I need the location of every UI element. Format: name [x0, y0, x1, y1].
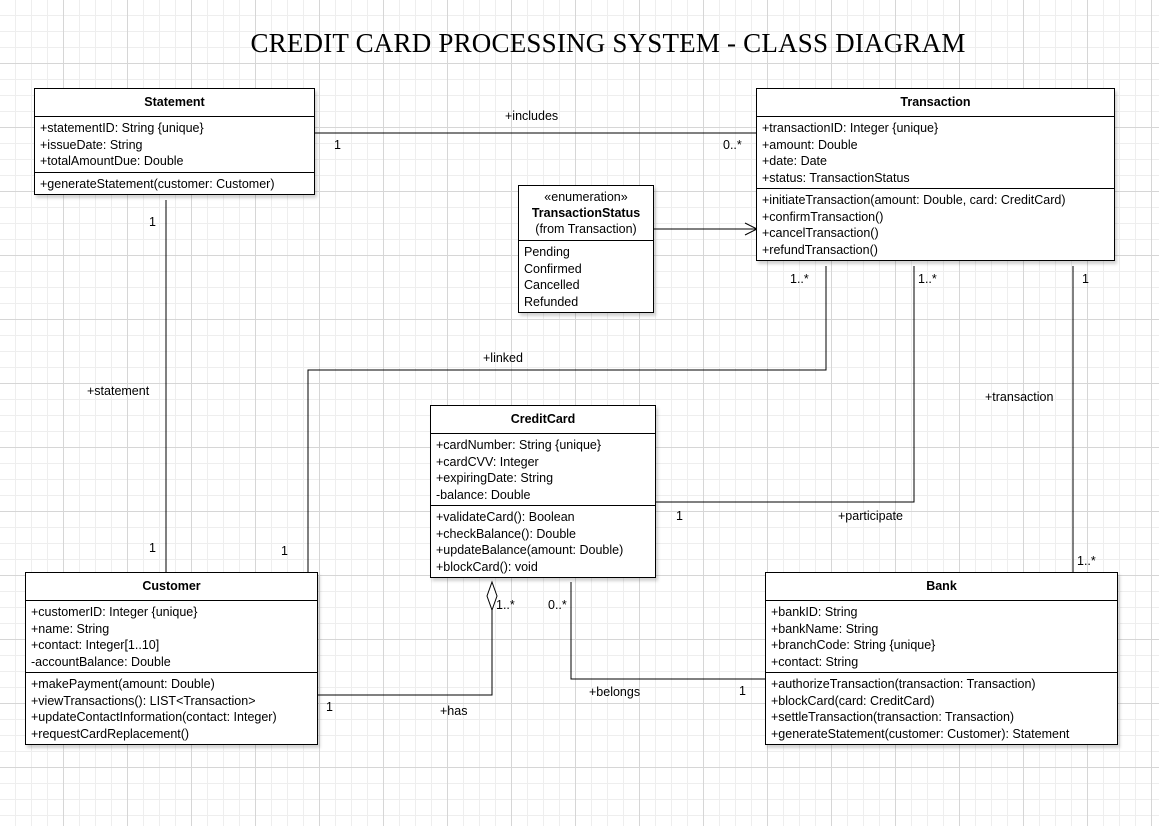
class-transaction[interactable]: Transaction +transactionID: Integer {uni…	[756, 88, 1115, 261]
attribute: +amount: Double	[762, 137, 858, 152]
attribute: +bankName: String	[771, 621, 879, 636]
attribute: +status: TransactionStatus	[762, 170, 910, 185]
class-statement-methods: +generateStatement(customer: Customer)	[35, 171, 314, 195]
class-transaction-attributes: +transactionID: Integer {unique} +amount…	[757, 117, 1114, 188]
method: +blockCard(card: CreditCard)	[771, 693, 935, 708]
class-credit-card[interactable]: CreditCard +cardNumber: String {unique} …	[430, 405, 656, 578]
method: +refundTransaction()	[762, 242, 878, 257]
mult-participate-target: 1	[676, 509, 683, 523]
class-bank[interactable]: Bank +bankID: String +bankName: String +…	[765, 572, 1118, 745]
enum-literals: Pending Confirmed Cancelled Refunded	[519, 241, 653, 312]
participate-line	[656, 266, 915, 503]
method: +initiateTransaction(amount: Double, car…	[762, 193, 1066, 207]
mult-transaction-source: 1	[1082, 272, 1089, 286]
class-credit-card-name: CreditCard	[431, 406, 655, 434]
method: +generateStatement(customer: Customer)	[40, 176, 275, 191]
class-customer[interactable]: Customer +customerID: Integer {unique} +…	[25, 572, 318, 745]
mult-belongs-source: 0..*	[548, 598, 567, 612]
method: +makePayment(amount: Double)	[31, 677, 215, 691]
diagram-title: CREDIT CARD PROCESSING SYSTEM - CLASS DI…	[250, 28, 966, 58]
enum-stereotype: «enumeration»	[544, 190, 628, 204]
class-credit-card-attributes: +cardNumber: String {unique} +cardCVV: I…	[431, 434, 655, 505]
attribute: +date: Date	[762, 154, 827, 168]
method: +authorizeTransaction(transaction: Trans…	[771, 677, 1036, 691]
attribute: -balance: Double	[436, 487, 531, 502]
attribute: +name: String	[31, 621, 110, 636]
enum-transaction-status[interactable]: «enumeration» TransactionStatus (from Tr…	[518, 185, 654, 313]
mult-linked-source: 1..*	[790, 272, 809, 286]
mult-participate-source: 1..*	[918, 272, 937, 286]
linked-line	[307, 266, 827, 573]
enum-name: TransactionStatus	[531, 206, 641, 220]
has-line	[318, 610, 493, 696]
class-bank-attributes: +bankID: String +bankName: String +branc…	[766, 601, 1117, 672]
class-bank-name: Bank	[766, 573, 1117, 601]
attribute: +issueDate: String	[40, 137, 143, 152]
role-has: +has	[440, 704, 468, 718]
attribute: +bankID: String	[771, 605, 858, 619]
attribute: +totalAmountDue: Double	[40, 154, 184, 168]
mult-has-target: 1	[326, 700, 333, 714]
attribute: +expiringDate: String	[436, 471, 554, 485]
belongs-line	[570, 582, 765, 680]
role-belongs: +belongs	[589, 685, 641, 699]
attribute: +transactionID: Integer {unique}	[762, 121, 939, 135]
role-participate: +participate	[838, 509, 903, 523]
aggregation-diamond	[486, 580, 498, 612]
enum-literal: Cancelled	[524, 278, 580, 292]
method: +cancelTransaction()	[762, 226, 879, 240]
method: +updateContactInformation(contact: Integ…	[31, 710, 277, 724]
method: +checkBalance(): Double	[436, 526, 577, 541]
class-customer-name: Customer	[26, 573, 317, 601]
class-credit-card-methods: +validateCard(): Boolean +checkBalance()…	[431, 505, 655, 577]
class-statement-name: Statement	[35, 89, 314, 117]
mult-belongs-target: 1	[739, 684, 746, 698]
mult-includes-target: 0..*	[723, 138, 742, 152]
method: +validateCard(): Boolean	[436, 510, 575, 524]
class-bank-methods: +authorizeTransaction(transaction: Trans…	[766, 672, 1117, 744]
role-transaction: +transaction	[985, 390, 1054, 404]
class-statement[interactable]: Statement +statementID: String {unique} …	[34, 88, 315, 195]
mult-includes-source: 1	[334, 138, 341, 152]
role-statement: +statement	[87, 384, 150, 398]
mult-linked-target: 1	[281, 544, 288, 558]
mult-statement-source: 1	[149, 215, 156, 229]
role-linked: +linked	[483, 351, 523, 365]
attribute: +contact: String	[771, 654, 859, 669]
enum-literal: Pending	[524, 245, 570, 259]
attribute: +cardCVV: Integer	[436, 454, 539, 469]
method: +blockCard(): void	[436, 559, 538, 574]
method: +updateBalance(amount: Double)	[436, 543, 624, 557]
attribute: +cardNumber: String {unique}	[436, 438, 602, 452]
role-includes: +includes	[505, 109, 559, 123]
class-customer-methods: +makePayment(amount: Double) +viewTransa…	[26, 672, 317, 744]
class-transaction-methods: +initiateTransaction(amount: Double, car…	[757, 188, 1114, 260]
attribute: -accountBalance: Double	[31, 654, 171, 669]
mult-has-source: 1..*	[496, 598, 515, 612]
attribute: +contact: Integer[1..10]	[31, 638, 160, 652]
enum-literal: Confirmed	[524, 261, 582, 276]
attribute: +customerID: Integer {unique}	[31, 605, 198, 619]
mult-transaction-target: 1..*	[1077, 554, 1096, 568]
method: +confirmTransaction()	[762, 209, 884, 224]
class-transaction-name: Transaction	[757, 89, 1114, 117]
class-statement-attributes: +statementID: String {unique} +issueDate…	[35, 117, 314, 172]
method: +requestCardReplacement()	[31, 726, 190, 741]
method: +viewTransactions(): LIST<Transaction>	[31, 693, 256, 708]
enum-literal: Refunded	[524, 294, 579, 309]
mult-statement-target: 1	[149, 541, 156, 555]
class-customer-attributes: +customerID: Integer {unique} +name: Str…	[26, 601, 317, 672]
enum-header: «enumeration» TransactionStatus (from Tr…	[519, 186, 653, 241]
enum-note: (from Transaction)	[535, 222, 637, 236]
attribute: +statementID: String {unique}	[40, 121, 204, 135]
method: +generateStatement(customer: Customer): …	[771, 726, 1070, 741]
method: +settleTransaction(transaction: Transact…	[771, 710, 1015, 724]
attribute: +branchCode: String {unique}	[771, 638, 936, 652]
